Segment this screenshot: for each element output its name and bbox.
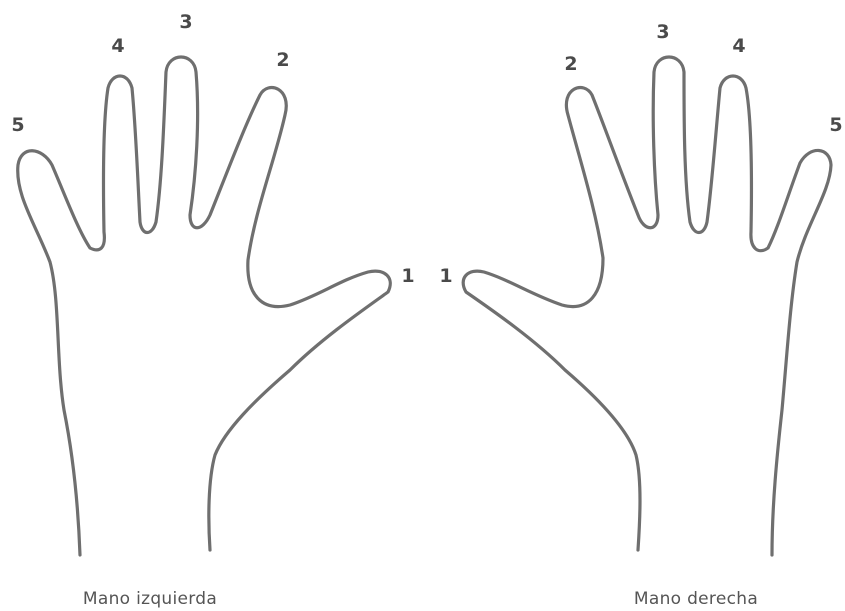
right-finger-5-label: 5 [829, 114, 842, 136]
right-finger-1-label: 1 [439, 265, 452, 287]
right-hand-outline [463, 57, 831, 555]
left-hand: 5 4 3 2 1 Mano izquierda [11, 11, 414, 609]
right-finger-3-label: 3 [656, 21, 669, 43]
right-hand-caption: Mano derecha [634, 589, 758, 609]
left-finger-2-label: 2 [276, 49, 289, 71]
left-finger-3-label: 3 [179, 11, 192, 33]
left-finger-4-label: 4 [111, 35, 124, 57]
right-finger-4-label: 4 [732, 35, 745, 57]
left-hand-outline [18, 57, 391, 555]
left-hand-caption: Mano izquierda [83, 589, 217, 609]
left-finger-5-label: 5 [11, 114, 24, 136]
right-hand: 2 3 4 5 1 Mano derecha [439, 21, 842, 609]
right-finger-2-label: 2 [564, 53, 577, 75]
left-finger-1-label: 1 [401, 265, 414, 287]
